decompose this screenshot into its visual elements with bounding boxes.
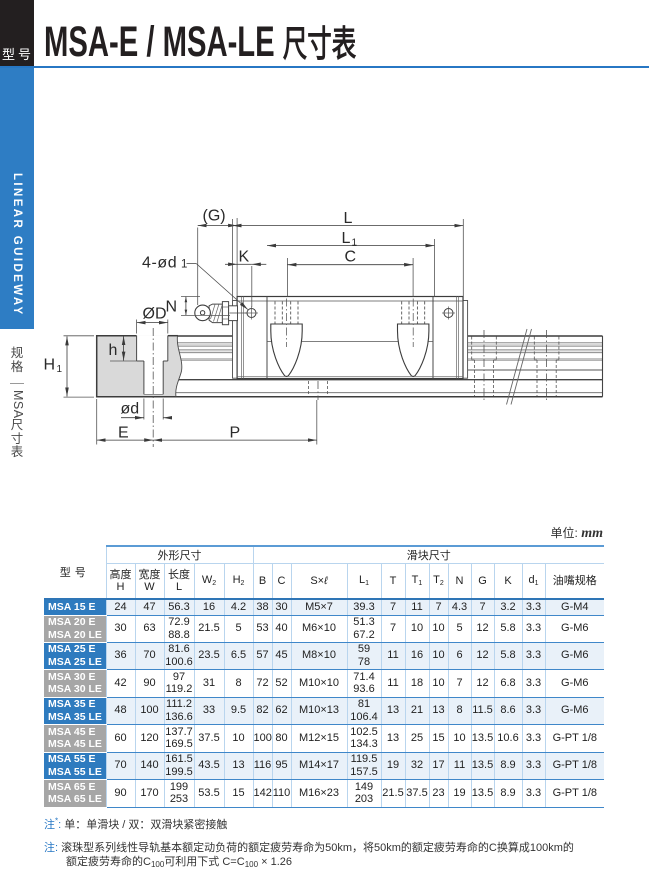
svg-text:N: N bbox=[166, 299, 178, 316]
svg-text:C: C bbox=[345, 249, 357, 266]
svg-text:4-ød: 4-ød bbox=[142, 255, 177, 272]
svg-text:L: L bbox=[342, 230, 351, 247]
svg-text:ød: ød bbox=[121, 401, 140, 418]
svg-text:ØD: ØD bbox=[143, 306, 167, 323]
svg-text:h: h bbox=[109, 342, 118, 359]
svg-text:P: P bbox=[230, 425, 241, 442]
svg-text:L: L bbox=[344, 210, 353, 227]
svg-text:E: E bbox=[118, 425, 129, 442]
svg-text:1: 1 bbox=[57, 364, 63, 375]
svg-text:1: 1 bbox=[181, 259, 187, 271]
svg-text:H: H bbox=[44, 357, 56, 374]
svg-text:K: K bbox=[239, 249, 250, 266]
svg-text:(G): (G) bbox=[203, 208, 226, 225]
svg-text:1: 1 bbox=[352, 238, 358, 249]
